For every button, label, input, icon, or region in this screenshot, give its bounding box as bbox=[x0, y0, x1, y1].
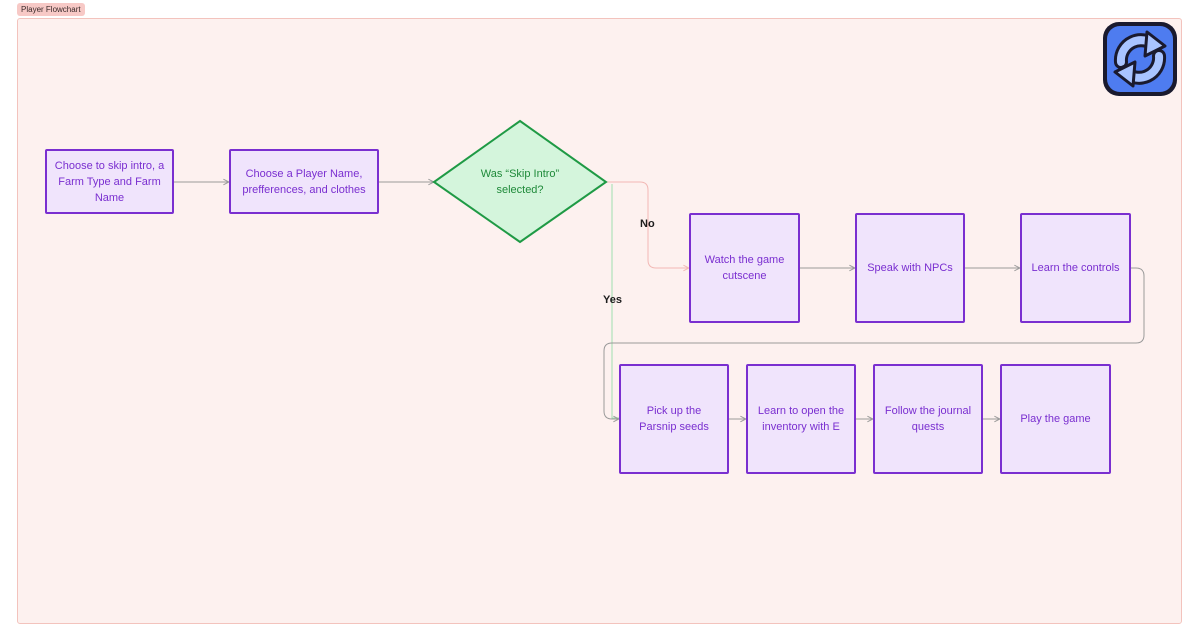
node-player-setup[interactable]: Choose a Player Name, prefferences, and … bbox=[229, 149, 379, 214]
node-cutscene[interactable]: Watch the game cutscene bbox=[689, 213, 800, 323]
node-npcs[interactable]: Speak with NPCs bbox=[855, 213, 965, 323]
node-inventory[interactable]: Learn to open the inventory with E bbox=[746, 364, 856, 474]
frame-title[interactable]: Player Flowchart bbox=[17, 3, 85, 16]
node-start[interactable]: Choose to skip intro, a Farm Type and Fa… bbox=[45, 149, 174, 214]
edge-no bbox=[606, 181, 689, 268]
edge-label-yes: Yes bbox=[603, 294, 622, 306]
edge-label-no: No bbox=[640, 218, 655, 230]
decision-diamond bbox=[432, 119, 608, 244]
node-controls[interactable]: Learn the controls bbox=[1020, 213, 1131, 323]
node-parsnip[interactable]: Pick up the Parsnip seeds bbox=[619, 364, 729, 474]
node-play[interactable]: Play the game bbox=[1000, 364, 1111, 474]
edge-controls-parsnip bbox=[603, 267, 1145, 419]
node-journal[interactable]: Follow the journal quests bbox=[873, 364, 983, 474]
decision-label[interactable]: Was “Skip Intro” selected? bbox=[480, 168, 560, 196]
refresh-icon[interactable] bbox=[1099, 18, 1181, 100]
flowchart-frame bbox=[17, 18, 1182, 624]
